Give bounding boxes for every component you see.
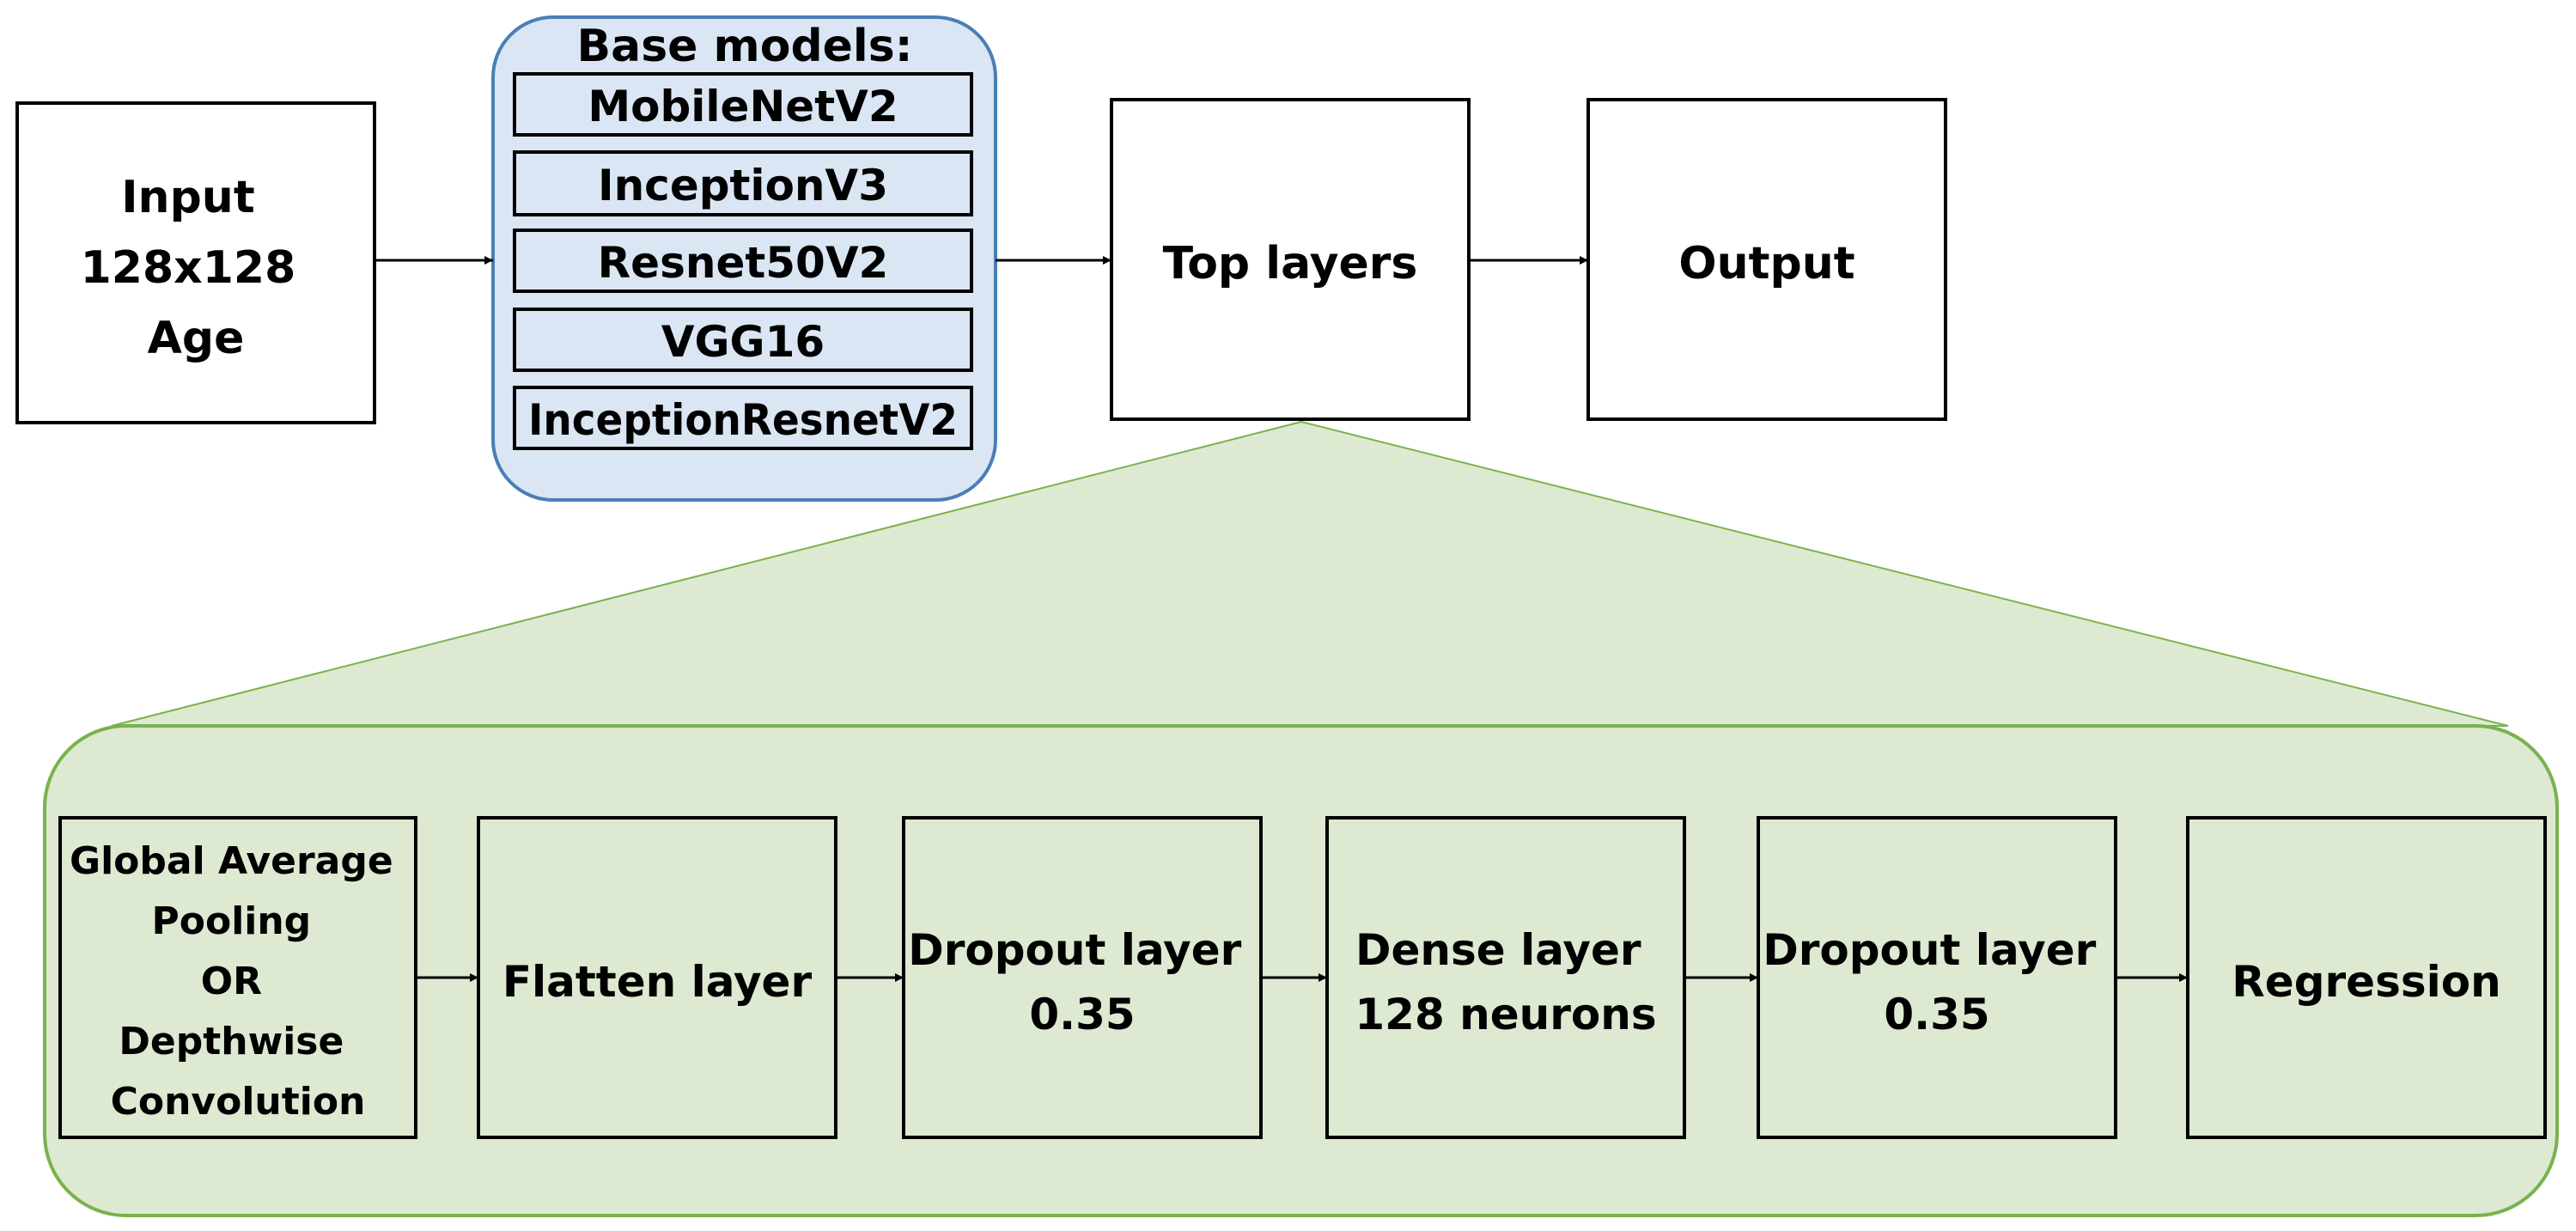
input-label: Input 128x128 Age xyxy=(81,172,312,364)
svg-text:Global Average Pooling: Global Average Pooling OR Depthwise Conv… xyxy=(70,839,406,1124)
layer-dense: Dense layer 128 neurons xyxy=(1325,816,1686,1139)
base-model-inceptionresnetv2: InceptionResnetV2 xyxy=(528,395,958,445)
base-model-inceptionv3: InceptionV3 xyxy=(598,161,888,210)
layer-regression: Regression xyxy=(2186,816,2547,1139)
top-layers-detail-panel xyxy=(43,724,2559,1217)
top-layers-label: Top layers xyxy=(1163,238,1418,289)
output-label: Output xyxy=(1678,238,1854,289)
svg-text:Dropout layer 0.35: Dropout layer 0.35 xyxy=(908,925,1256,1039)
output-block: Output xyxy=(1586,98,1947,421)
base-model-resnet50v2: Resnet50V2 xyxy=(598,238,889,288)
expansion-wedge xyxy=(111,420,2509,727)
top-layers-block: Top layers xyxy=(1110,98,1471,421)
base-models-title: Base models: xyxy=(576,21,912,72)
layer-dropout-2: Dropout layer 0.35 xyxy=(1757,816,2117,1139)
input-block: Input 128x128 Age xyxy=(15,101,376,424)
svg-text:Flatten layer: Flatten layer xyxy=(502,957,813,1007)
layer-global-average-pooling: Global Average Pooling OR Depthwise Conv… xyxy=(58,816,417,1139)
layer-dropout-1: Dropout layer 0.35 xyxy=(902,816,1263,1139)
svg-text:Dropout layer 0.35: Dropout layer 0.35 xyxy=(1763,925,2110,1039)
svg-text:Dense layer 128 neurons: Dense layer 128 neurons xyxy=(1355,925,1656,1039)
svg-text:Regression: Regression xyxy=(2232,957,2500,1007)
base-model-vgg16: VGG16 xyxy=(661,317,825,367)
base-model-mobilenetv2: MobileNetV2 xyxy=(588,82,898,131)
layer-flatten: Flatten layer xyxy=(477,816,837,1139)
base-models-block: Base models: MobileNetV2 InceptionV3 Res… xyxy=(491,15,997,502)
